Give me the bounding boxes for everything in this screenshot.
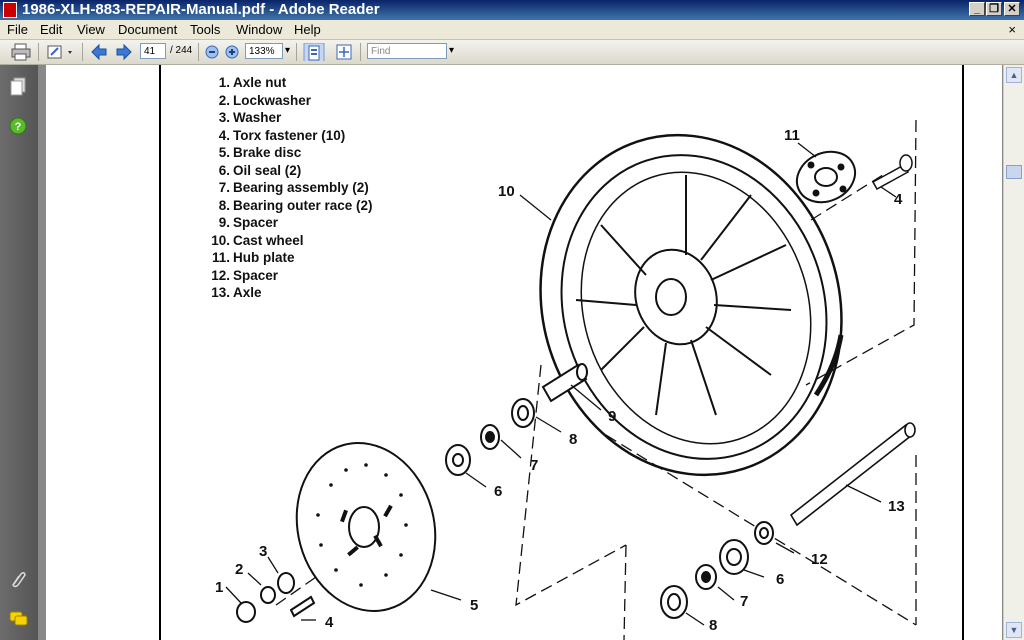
menu-view[interactable]: View (77, 22, 105, 37)
pdf-page: 11 4 10 9 8 7 6 5 4 3 2 1 13 12 6 7 8 (46, 65, 1002, 640)
menu-tools[interactable]: Tools (190, 22, 221, 37)
menu-window[interactable]: Window (236, 22, 283, 37)
close-button[interactable]: ✕ (1004, 2, 1020, 16)
menu-help[interactable]: Help (294, 22, 321, 37)
legend-item: 9.Spacer (218, 215, 279, 230)
sign-icon[interactable] (46, 43, 76, 61)
callout-label: 9 (608, 408, 617, 425)
callout-label: 4 (894, 191, 903, 208)
parts-legend: 1.Axle nut 2.Lockwasher 3.Washer 4.Torx … (206, 74, 373, 302)
zoom-in-icon[interactable] (224, 43, 240, 61)
arrow-right-icon[interactable] (115, 43, 133, 61)
menu-document[interactable]: Document (118, 22, 178, 37)
callout-label: 5 (470, 597, 479, 614)
attachment-icon[interactable] (9, 570, 27, 588)
legend-item: 5.Brake disc (218, 145, 302, 160)
legend-item: 10.Cast wheel (211, 232, 304, 248)
callout-label: 11 (784, 127, 800, 144)
page-number-input[interactable]: 41 (140, 43, 166, 59)
axle-drawing (789, 422, 916, 527)
comments-icon[interactable] (9, 610, 29, 628)
zoom-out-icon[interactable] (204, 43, 220, 61)
restore-button[interactable]: ❐ (986, 2, 1002, 16)
zoom-dropdown-icon[interactable]: ▾ (285, 45, 291, 56)
brake-disc-drawing (295, 442, 437, 612)
legend-item: 1.Axle nut (218, 75, 287, 90)
page-total: / 244 (170, 45, 193, 56)
legend-item: 8.Bearing outer race (2) (218, 197, 373, 213)
callout-label: 4 (325, 614, 334, 631)
callout-label: 8 (569, 431, 578, 448)
legend-item: 13.Axle (211, 285, 262, 300)
callout-label: 8 (709, 617, 718, 634)
callout-label: 7 (740, 593, 749, 610)
legend-item: 7.Bearing assembly (2) (218, 180, 369, 195)
menu-edit[interactable]: Edit (40, 22, 63, 37)
minimize-button[interactable]: _ (969, 2, 985, 16)
callout-label: 6 (776, 571, 785, 588)
callout-label: 2 (235, 561, 244, 578)
cast-wheel-drawing (539, 133, 844, 477)
pages-icon[interactable] (9, 77, 27, 97)
single-page-view-icon[interactable] (303, 43, 325, 61)
svg-text:?: ? (15, 121, 22, 133)
legend-item: 3.Washer (218, 110, 282, 125)
scroll-up-icon[interactable]: ▲ (1006, 67, 1022, 83)
callout-label: 10 (498, 183, 515, 200)
menu-file[interactable]: File (7, 22, 28, 37)
help-icon[interactable]: ? (9, 117, 27, 135)
pdf-app-icon (3, 2, 17, 18)
hub-plate-drawing (795, 150, 857, 204)
zoom-level-field[interactable]: 133% (245, 43, 283, 59)
legend-item: 12.Spacer (211, 267, 279, 283)
window-title: 1986-XLH-883-REPAIR-Manual.pdf - Adobe R… (22, 1, 380, 18)
printer-icon[interactable] (10, 43, 32, 61)
toolbar: 41 / 244 133% ▾ Find ▾ (0, 40, 1024, 65)
legend-item: 6.Oil seal (2) (218, 162, 302, 178)
scroll-down-icon[interactable]: ▼ (1006, 622, 1022, 638)
callout-label: 12 (811, 551, 828, 568)
find-input[interactable]: Find (367, 43, 447, 59)
legend-item: 2.Lockwasher (218, 92, 312, 108)
callout-label: 3 (259, 543, 268, 560)
callout-label: 7 (530, 457, 539, 474)
vertical-scrollbar[interactable]: ▲ ▼ (1003, 65, 1024, 640)
callout-label: 1 (215, 579, 224, 596)
find-dropdown-icon[interactable]: ▾ (449, 45, 455, 56)
navigation-pane: ? (0, 65, 38, 640)
document-close-icon[interactable]: × (1008, 22, 1016, 37)
wheel-exploded-diagram (159, 65, 964, 640)
legend-item: 4.Torx fastener (10) (218, 127, 346, 143)
fit-page-icon[interactable] (334, 43, 354, 61)
callout-label: 6 (494, 483, 503, 500)
menu-bar: File Edit View Document Tools Window Hel… (0, 20, 1024, 40)
callout-label: 13 (888, 498, 905, 515)
arrow-left-icon[interactable] (90, 43, 108, 61)
legend-item: 11.Hub plate (211, 250, 295, 265)
document-area[interactable]: 11 4 10 9 8 7 6 5 4 3 2 1 13 12 6 7 8 (38, 65, 1004, 640)
title-bar: 1986-XLH-883-REPAIR-Manual.pdf - Adobe R… (0, 0, 1024, 20)
scroll-thumb[interactable] (1006, 165, 1022, 179)
